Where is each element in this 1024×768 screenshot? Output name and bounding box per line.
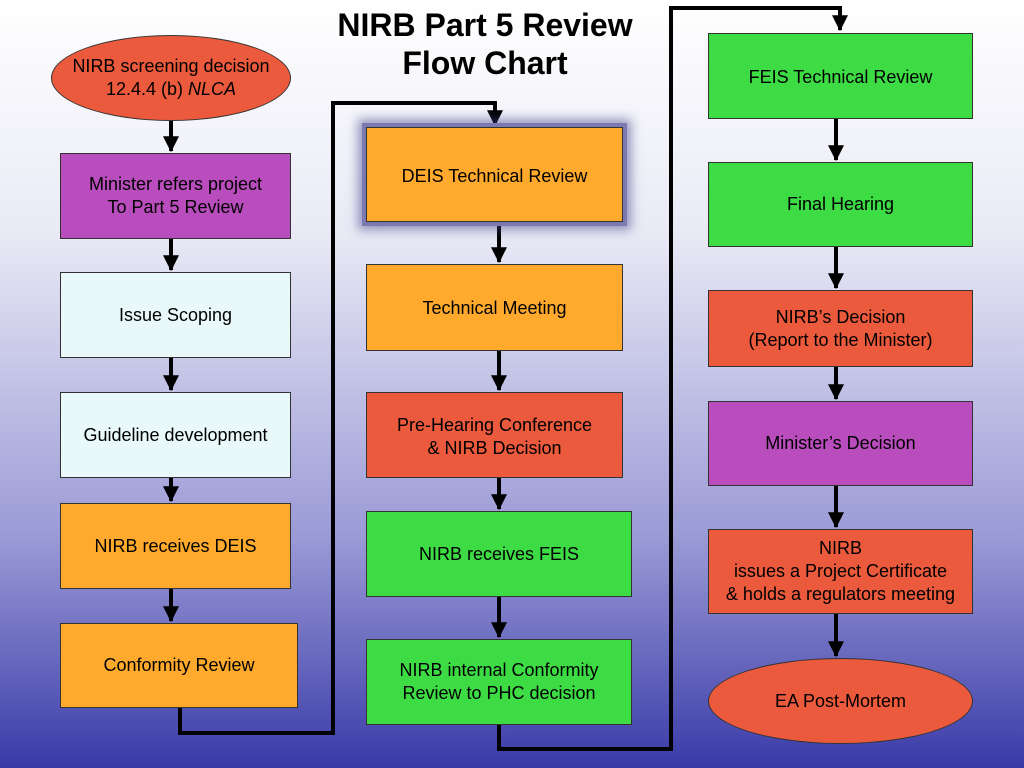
- node-minister-decision-label: Minister’s Decision: [765, 433, 916, 453]
- node-internal-conformity-line2: Review to PHC decision: [402, 683, 596, 703]
- node-internal-conformity: NIRB internal Conformity Review to PHC d…: [366, 639, 632, 725]
- node-nirb-decision-line2: (Report to the Minister): [748, 329, 933, 350]
- node-certificate-line1: NIRB: [818, 538, 862, 558]
- node-pre-hearing-conference: Pre-Hearing Conference & NIRB Decision: [366, 392, 623, 478]
- node-minister-refers-line2: To Part 5 Review: [107, 197, 244, 217]
- connector-internal-conformity-to-feis-review: [497, 6, 848, 751]
- node-screening-nlca: NLCA: [188, 79, 237, 99]
- node-pre-hearing-line1: Pre-Hearing Conference: [396, 415, 593, 435]
- title-line-2: Flow Chart: [402, 45, 568, 81]
- node-post-mortem-label: EA Post-Mortem: [774, 690, 907, 711]
- node-final-hearing-label: Final Hearing: [786, 194, 895, 214]
- node-project-certificate: NIRB issues a Project Certificate & hold…: [708, 529, 973, 614]
- title-line-1: NIRB Part 5 Review: [337, 7, 633, 43]
- node-internal-conformity-line1: NIRB internal Conformity: [399, 660, 599, 680]
- node-final-hearing: Final Hearing: [708, 162, 973, 247]
- node-ea-post-mortem: EA Post-Mortem: [708, 658, 973, 744]
- node-nirb-decision: NIRB’s Decision (Report to the Minister): [708, 290, 973, 367]
- node-screening-line1: NIRB screening decision: [72, 56, 270, 76]
- node-deis-review-label: DEIS Technical Review: [401, 166, 588, 186]
- node-screening-line2: 12.4.4 (b): [105, 79, 188, 99]
- node-nirb-decision-line1: NIRB’s Decision: [775, 306, 906, 327]
- node-receives-deis-label: NIRB receives DEIS: [94, 535, 257, 556]
- node-receives-deis: NIRB receives DEIS: [60, 503, 291, 589]
- node-tech-meeting-label: Technical Meeting: [422, 298, 567, 318]
- node-deis-technical-review: DEIS Technical Review: [366, 127, 623, 222]
- node-certificate-line3: & holds a regulators meeting: [725, 584, 956, 604]
- node-feis-technical-review: FEIS Technical Review: [708, 33, 973, 119]
- node-pre-hearing-line2: & NIRB Decision: [427, 438, 562, 458]
- node-issue-scoping-label: Issue Scoping: [118, 304, 233, 325]
- node-conformity-review: Conformity Review: [60, 623, 298, 708]
- node-minister-decision: Minister’s Decision: [708, 401, 973, 486]
- node-minister-refers-line1: Minister refers project: [88, 174, 263, 194]
- node-certificate-line2: issues a Project Certificate: [733, 561, 948, 581]
- node-issue-scoping: Issue Scoping: [60, 272, 291, 358]
- node-receives-feis-label: NIRB receives FEIS: [418, 543, 580, 564]
- node-guideline-development: Guideline development: [60, 392, 291, 478]
- connector-conformity-to-deis-review: [178, 101, 503, 735]
- node-feis-review-label: FEIS Technical Review: [748, 67, 933, 87]
- node-receives-feis: NIRB receives FEIS: [366, 511, 632, 597]
- node-conformity-label: Conformity Review: [103, 655, 255, 675]
- node-minister-refers: Minister refers project To Part 5 Review: [60, 153, 291, 239]
- node-technical-meeting: Technical Meeting: [366, 264, 623, 351]
- page-title: NIRB Part 5 Review Flow Chart: [320, 6, 650, 82]
- node-screening-decision: NIRB screening decision 12.4.4 (b) NLCA: [51, 35, 291, 121]
- node-guideline-label: Guideline development: [83, 424, 268, 445]
